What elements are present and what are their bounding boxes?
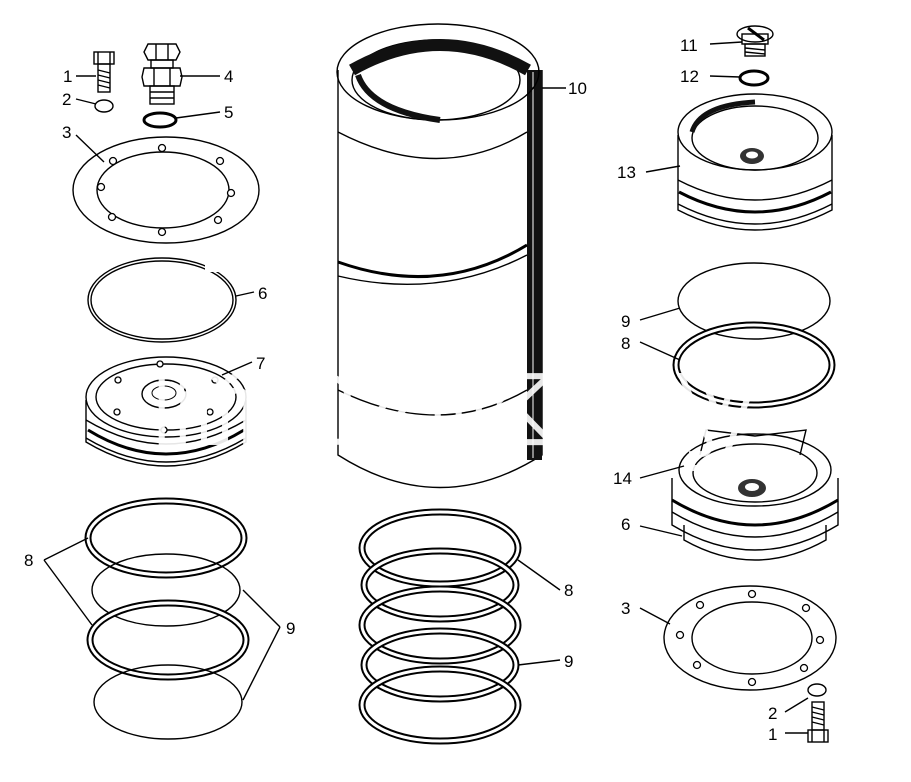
gasket-bottom-right: [663, 585, 837, 691]
part-labels: 1 2 3 4 5 6 7 8 9 10 8 9 11 12 13 9 8 14…: [24, 36, 777, 744]
piston-right-bottom: [671, 429, 839, 561]
leader-lines: [43, 41, 809, 734]
fitting: [141, 43, 183, 105]
snap-ring-left: [87, 257, 237, 343]
bolt-bottom-right: [807, 701, 829, 743]
label-6-left: 6: [258, 284, 267, 303]
label-13: 13: [617, 163, 636, 182]
label-9-right: 9: [621, 312, 630, 331]
label-14: 14: [613, 469, 632, 488]
rings-right: [672, 262, 836, 409]
label-1-top-left: 1: [63, 67, 72, 86]
o-ring-small: [142, 111, 178, 129]
label-5: 5: [224, 103, 233, 122]
rings-middle: [358, 508, 522, 745]
piston-right-top: [677, 93, 833, 231]
label-11: 11: [680, 36, 698, 55]
label-9-middle: 9: [564, 652, 573, 671]
rings-left: [84, 497, 250, 740]
label-8-left: 8: [24, 551, 33, 570]
piston-left: [85, 356, 247, 467]
cylinder-sleeve: [336, 23, 543, 489]
label-3-right: 3: [621, 599, 630, 618]
gasket-top-left: [72, 136, 260, 244]
label-10: 10: [568, 79, 587, 98]
label-7: 7: [256, 354, 265, 373]
washer-bottom-right: [807, 683, 827, 697]
label-8-middle: 8: [564, 581, 573, 600]
screw-plug: [736, 25, 774, 57]
watermark-text: mazik.by: [152, 332, 759, 471]
label-4: 4: [224, 67, 233, 86]
washer-top-left: [94, 99, 114, 113]
label-8-right: 8: [621, 334, 630, 353]
label-1-right: 1: [768, 725, 777, 744]
label-2-top-left: 2: [62, 90, 71, 109]
label-9-left: 9: [286, 619, 295, 638]
o-ring-right: [738, 69, 770, 87]
label-6-right: 6: [621, 515, 630, 534]
bolt-top-left: [93, 51, 115, 93]
label-12: 12: [680, 67, 699, 86]
label-2-right: 2: [768, 704, 777, 723]
label-3-top-left: 3: [62, 123, 71, 142]
